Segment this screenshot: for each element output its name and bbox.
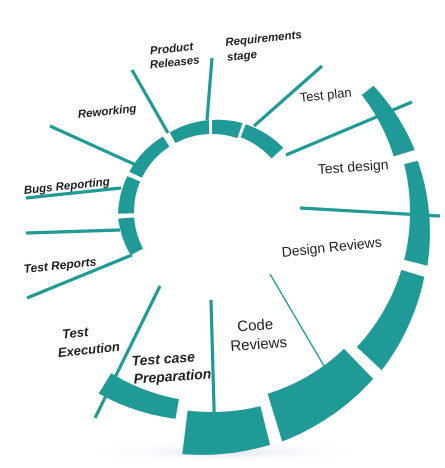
- spoke-bugs-reporting: [25, 186, 122, 200]
- label-test-execution: Test Execution: [55, 321, 120, 360]
- spoke-requirements: [205, 57, 214, 121]
- label-test-case-preparation: Test case Preparation: [131, 347, 212, 386]
- spoke-design-reviews: [299, 206, 441, 218]
- spoke-test-reports: [25, 228, 121, 235]
- label-requirements-stage: Requirements stage: [225, 29, 307, 64]
- segment-bugs-reporting: [118, 176, 141, 214]
- segment-test-case-preparation: [267, 348, 374, 442]
- segment-product-releases: [169, 120, 210, 144]
- label-product-releases: Product Releases: [148, 40, 200, 71]
- ring-segments: [98, 85, 430, 455]
- segment-bottom: [182, 406, 271, 455]
- segment-test-execution: [98, 373, 179, 419]
- label-test-design: Test design: [317, 156, 389, 177]
- label-code-reviews: Code Reviews: [228, 315, 287, 355]
- segment-requirements: [212, 119, 243, 139]
- stage-labels: Product Releases Requirements stage Test…: [23, 29, 389, 387]
- segment-test-design: [361, 85, 415, 157]
- spoke-code-reviews: [269, 273, 345, 401]
- spoke-test-reports-lower: [26, 253, 133, 300]
- spoke-test-plan: [252, 64, 324, 128]
- segment-test-plan: [240, 124, 284, 159]
- spoke-product-releases: [130, 69, 170, 134]
- label-reworking: Reworking: [77, 103, 137, 121]
- spoke-test-execution: [93, 285, 162, 419]
- spoke-test-case-preparation: [209, 299, 217, 445]
- spoke-lines: [25, 57, 441, 445]
- segment-reworking: [129, 136, 170, 178]
- label-design-reviews: Design Reviews: [281, 234, 382, 260]
- label-test-plan: Test plan: [299, 85, 352, 105]
- spoke-reworking: [49, 124, 137, 167]
- segment-test-reports: [118, 217, 144, 256]
- spoke-test-design: [285, 100, 413, 157]
- segment-code-reviews: [356, 269, 425, 371]
